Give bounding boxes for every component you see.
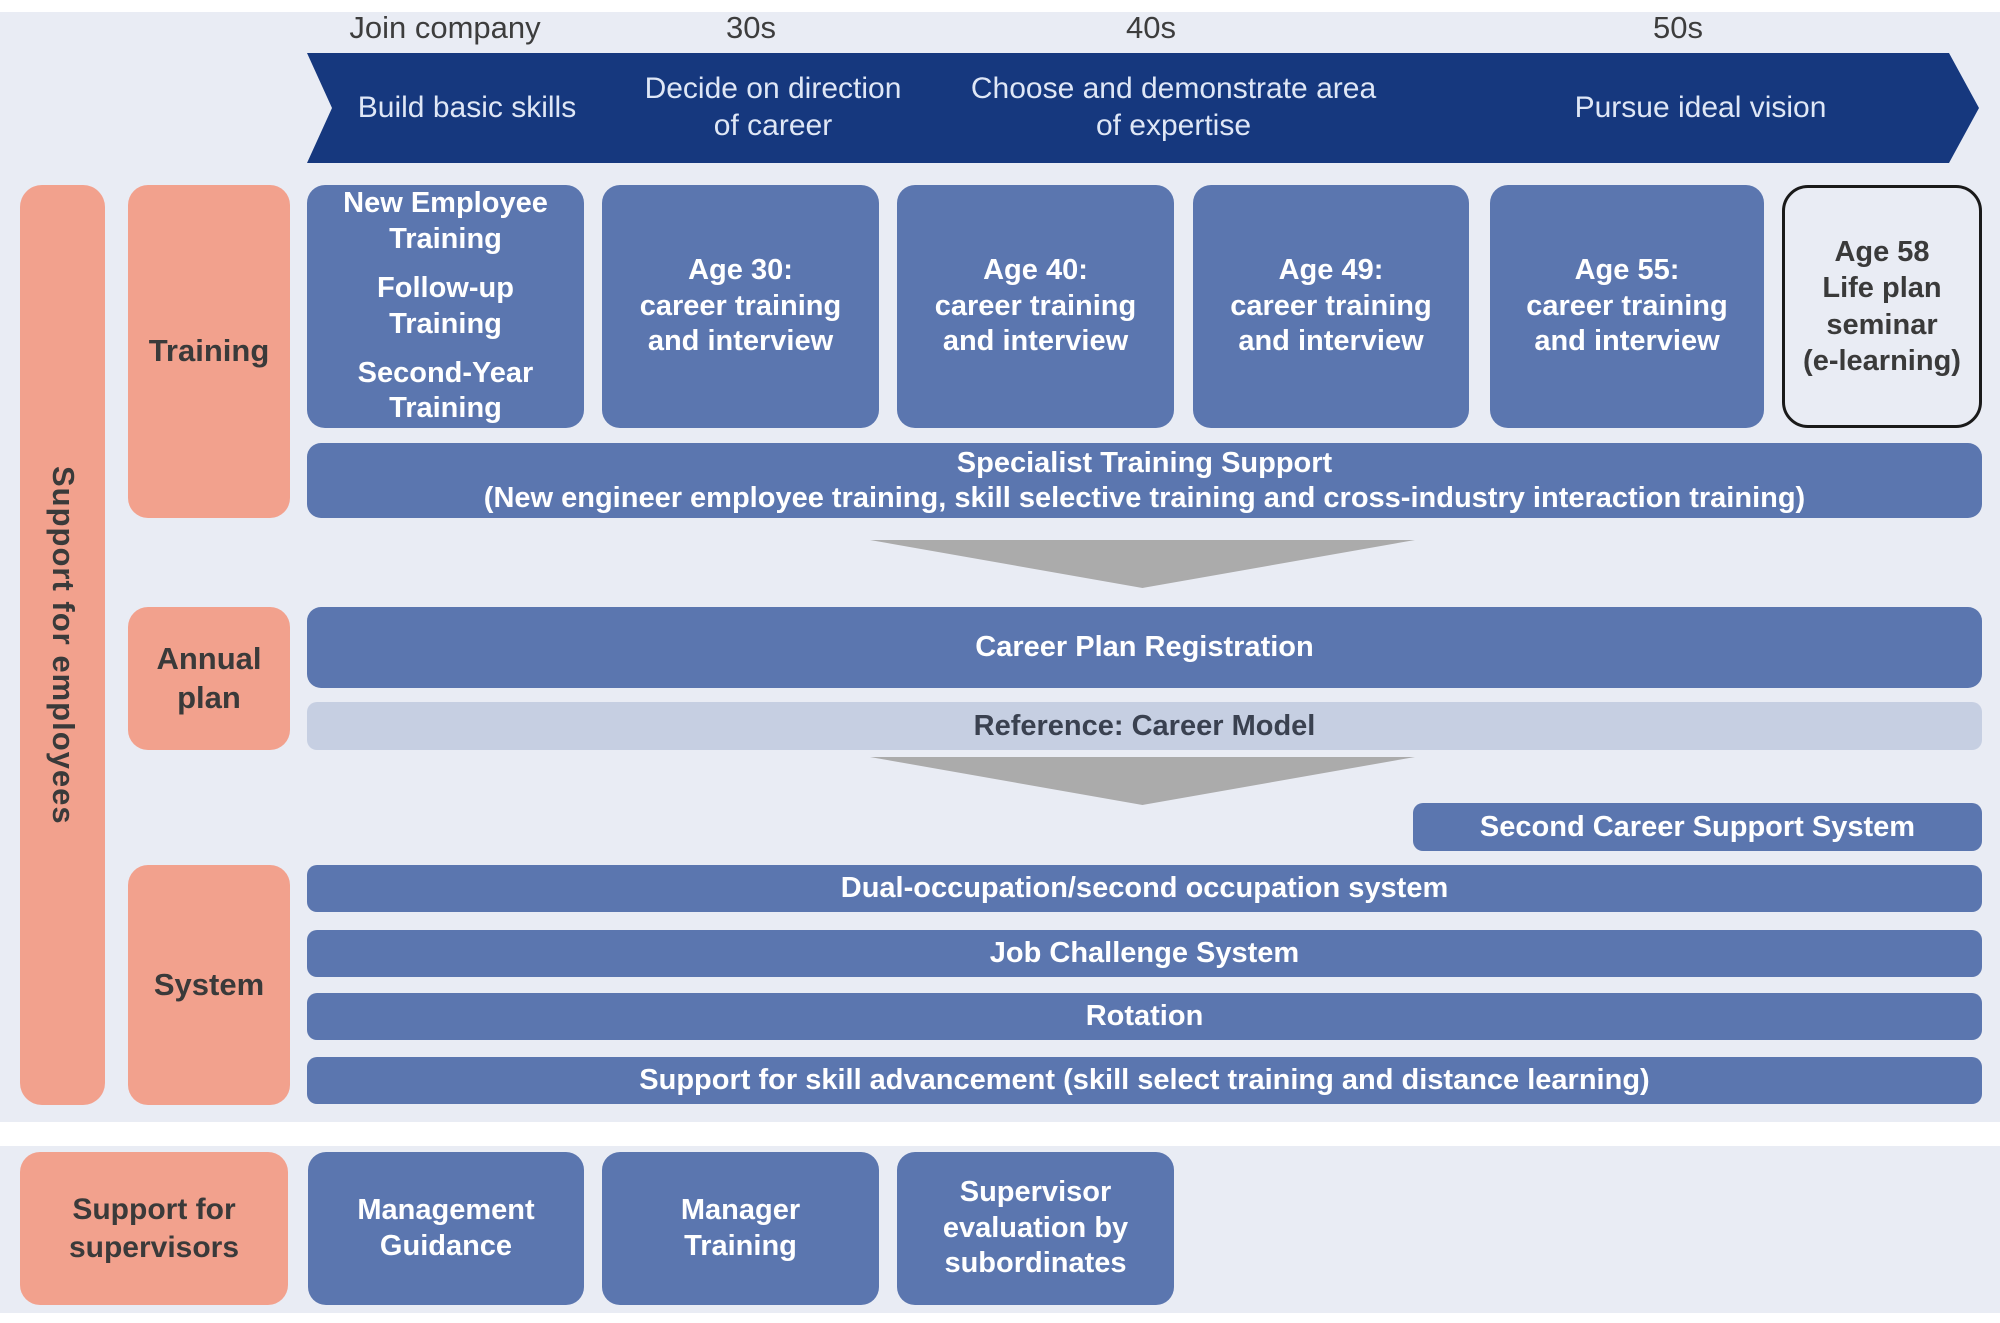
life-plan-line: (e-learning) — [1803, 344, 1961, 377]
system-bar-dual-occupation: Dual-occupation/second occupation system — [307, 865, 1982, 912]
stage-arrow-pursue-ideal-vision: Pursue ideal vision — [1400, 53, 1979, 163]
stage-arrow-label: Decide on direction — [644, 72, 902, 106]
supervisor-box-label: Management Guidance — [357, 1194, 535, 1262]
stage-arrow-choose-expertise: Choose and demonstrate area of expertise — [890, 53, 1435, 163]
supervisor-box-manager-training: Manager Training — [602, 1152, 879, 1305]
reference-career-model-bar: Reference: Career Model — [307, 702, 1982, 750]
stage-arrow-label: Pursue ideal vision — [1574, 90, 1827, 124]
training-box-new-employee: New Employee Training Follow-up Training… — [307, 185, 584, 428]
stage-arrow-build-basic-skills: Build basic skills — [307, 53, 605, 163]
timeline-label-30s: 30s — [726, 10, 776, 45]
stage-arrow-label-line2: of expertise — [1095, 109, 1252, 142]
system-bar-skill-advancement: Support for skill advancement (skill sel… — [307, 1057, 1982, 1104]
stage-arrow-label: Choose and demonstrate area — [970, 72, 1377, 106]
timeline-label-50s: 50s — [1653, 10, 1703, 45]
supervisor-box-label: Manager Training — [680, 1194, 801, 1262]
supervisor-box-management-guidance: Management Guidance — [308, 1152, 584, 1305]
training-item: New Employee Training — [343, 187, 548, 255]
supervisor-box-evaluation: Supervisor evaluation by subordinates — [897, 1152, 1174, 1305]
specialist-bar-title: Specialist Training Support — [956, 446, 1333, 479]
age-body: career training and interview — [639, 289, 842, 358]
training-item: Follow-up Training — [377, 272, 514, 340]
career-plan-registration-bar: Career Plan Registration — [307, 607, 1982, 688]
age-body: career training and interview — [1526, 289, 1728, 358]
specialist-bar-subtitle: (New engineer employee training, skill s… — [483, 481, 1806, 514]
second-career-support-bar: Second Career Support System — [1413, 803, 1982, 851]
age-body: career training and interview — [1230, 289, 1432, 358]
category-training: Training — [128, 185, 290, 518]
support-for-supervisors-label: Support for supervisors — [68, 1193, 240, 1264]
specialist-training-support-bar: Specialist Training Support (New enginee… — [307, 443, 1982, 518]
timeline-label-join-company: Join company — [349, 10, 541, 45]
age-body: career training and interview — [934, 289, 1137, 358]
stage-arrow-decide-direction: Decide on direction of career — [570, 53, 954, 163]
support-for-supervisors-box: Support for supervisors — [20, 1152, 288, 1305]
system-bar-job-challenge: Job Challenge System — [307, 930, 1982, 977]
age-title: Age 55: — [1574, 254, 1680, 287]
training-box-age-58-life-plan: Age 58 Life plan seminar (e-learning) — [1782, 185, 1982, 428]
stage-arrow-label-line2: of career — [713, 109, 833, 142]
support-for-employees-rail: Support for employees — [20, 185, 105, 1105]
training-box-age-55: Age 55: career training and interview — [1490, 185, 1764, 428]
age-title: Age 49: — [1278, 254, 1384, 287]
life-plan-line: Age 58 — [1834, 236, 1930, 268]
category-annual-plan-label: Annual plan — [156, 640, 262, 715]
life-plan-line: Life plan seminar — [1822, 272, 1942, 341]
category-system: System — [128, 865, 290, 1105]
timeline-label-40s: 40s — [1126, 10, 1176, 45]
supervisor-box-label: Supervisor evaluation by subordinates — [942, 1176, 1129, 1280]
age-title: Age 40: — [983, 254, 1088, 287]
system-bar-rotation: Rotation — [307, 993, 1982, 1040]
age-title: Age 30: — [688, 254, 793, 287]
training-box-age-40: Age 40: career training and interview — [897, 185, 1174, 428]
training-box-age-30: Age 30: career training and interview — [602, 185, 879, 428]
category-annual-plan: Annual plan — [128, 607, 290, 750]
stage-arrow-label: Build basic skills — [357, 90, 577, 124]
training-item: Second-Year Training — [357, 356, 534, 425]
training-box-age-49: Age 49: career training and interview — [1193, 185, 1469, 428]
